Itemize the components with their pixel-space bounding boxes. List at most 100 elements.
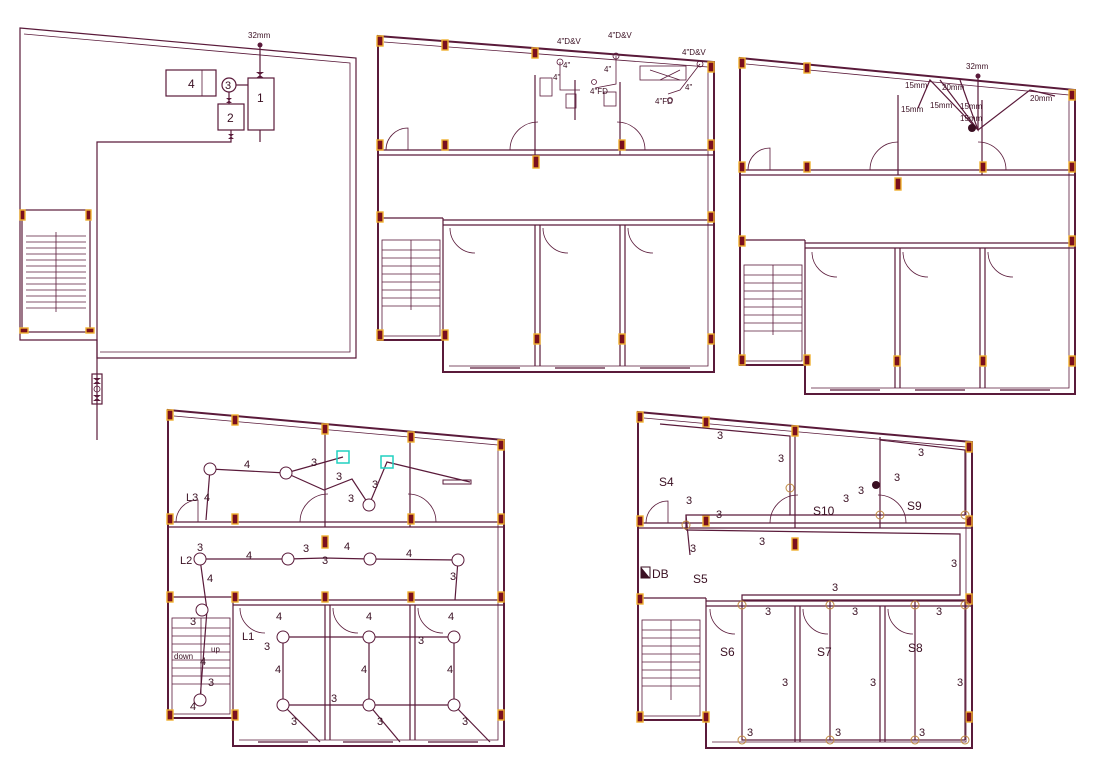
tank-2-label: 2 xyxy=(227,111,234,125)
lighting-circuits xyxy=(199,456,491,743)
wire-count-label: 4 xyxy=(204,492,210,504)
column xyxy=(803,354,811,366)
light-fixture-icon xyxy=(193,693,207,707)
column xyxy=(376,329,384,341)
column xyxy=(965,711,973,723)
power-plan-outline xyxy=(637,410,973,749)
wire-count-label: 3 xyxy=(348,493,354,505)
wire-count-label: 3 xyxy=(331,693,337,705)
switch-label-s4: S4 xyxy=(659,475,674,489)
dv-label-1: 4"D&V xyxy=(557,37,581,46)
wire-count-label: 3 xyxy=(377,716,383,728)
exhaust-fan-icon xyxy=(336,450,350,464)
column xyxy=(707,333,715,345)
column xyxy=(231,591,239,603)
socket-outlet-icon xyxy=(872,481,880,489)
column xyxy=(376,35,384,47)
wire-count-label: 3 xyxy=(832,582,838,594)
wire-count-label: 3 xyxy=(778,453,784,465)
column xyxy=(738,235,746,247)
wire-count-label: 4 xyxy=(200,656,206,668)
column xyxy=(376,211,384,223)
column xyxy=(738,57,746,69)
pipe-size-label: 4" xyxy=(563,61,570,70)
light-fixture-icon xyxy=(279,466,293,480)
column xyxy=(533,333,541,345)
branch-size-label: 15mm xyxy=(901,105,924,114)
branch-size-label: 20mm xyxy=(1030,94,1053,103)
wc-fixture xyxy=(539,77,553,97)
column xyxy=(636,593,644,605)
column xyxy=(497,591,505,603)
dv-label-2: 4"D&V xyxy=(608,31,632,40)
wire-count-label: 3 xyxy=(690,543,696,555)
light-fixture-icon xyxy=(276,630,290,644)
riser-valve xyxy=(968,124,976,132)
column xyxy=(85,209,92,221)
supply-stair-treads xyxy=(743,264,803,362)
column xyxy=(893,355,901,367)
power-circuits xyxy=(659,423,966,741)
distribution-board-label: DB xyxy=(652,567,669,581)
column xyxy=(979,161,987,173)
dv-label-3: 4"D&V xyxy=(682,48,706,57)
column xyxy=(497,439,505,451)
column xyxy=(707,211,715,223)
wire-count-label: 4 xyxy=(406,548,412,560)
column xyxy=(166,591,174,603)
column xyxy=(531,47,539,59)
column xyxy=(321,591,329,603)
wire-count-label: 3 xyxy=(322,555,328,567)
wire-count-label: 3 xyxy=(957,677,963,689)
wire-count-label: 3 xyxy=(686,495,692,507)
wire-count-label: 3 xyxy=(303,543,309,555)
wire-count-label: 4 xyxy=(246,550,252,562)
wc-fixture xyxy=(565,93,577,109)
lighting-plan: 4 3 3 3 3 4 4 3 3 4 4 4 3 4 4 3 4 3 4 3 … xyxy=(166,408,505,747)
wire-count-label: 3 xyxy=(894,472,900,484)
light-fixture-icon xyxy=(362,630,376,644)
wire-count-label: 3 xyxy=(835,727,841,739)
roof-stair-treads xyxy=(26,232,86,312)
switch-label-s8: S8 xyxy=(908,641,923,655)
wire-count-label: 4 xyxy=(361,664,367,676)
drainage-plan-outline xyxy=(377,34,715,373)
wire-count-label: 4 xyxy=(344,541,350,553)
wire-count-label: 3 xyxy=(870,677,876,689)
switch-label-s5: S5 xyxy=(693,572,708,586)
exhaust-fan-icon xyxy=(380,455,394,469)
tank-4-label: 4 xyxy=(188,77,195,91)
column xyxy=(407,513,415,525)
pump-3-label: 3 xyxy=(225,80,231,92)
column xyxy=(707,139,715,151)
pipe-size-label: 4" xyxy=(553,73,560,82)
wire-count-label: 3 xyxy=(311,457,317,469)
supply-main-size: 32mm xyxy=(966,62,989,71)
column xyxy=(738,354,746,366)
column xyxy=(636,411,644,423)
power-plan: 3 3 3 3 3 3 3 3 3 3 3 3 3 3 3 3 3 3 3 3 … xyxy=(636,410,973,749)
wire-count-label: 4 xyxy=(190,701,196,713)
wire-count-label: 3 xyxy=(858,485,864,497)
pipe-size-label: 4" xyxy=(685,83,692,92)
roof-tank-plan: 4 3 2 1 32mm xyxy=(19,27,357,440)
wire-count-label: 4 xyxy=(366,611,372,623)
column xyxy=(738,161,746,173)
column xyxy=(803,62,811,74)
column xyxy=(85,327,95,334)
light-fixture-icon xyxy=(362,698,376,712)
wire-count-label: 3 xyxy=(852,606,858,618)
wire-count-label: 3 xyxy=(190,616,196,628)
wire-count-label: 3 xyxy=(208,677,214,689)
wire-count-label: 3 xyxy=(450,571,456,583)
wire-count-label: 3 xyxy=(418,635,424,647)
column xyxy=(166,409,174,421)
switch-label-l3: L3 xyxy=(186,492,198,504)
wire-count-label: 4 xyxy=(275,664,281,676)
light-fixture-icon xyxy=(193,552,207,566)
column xyxy=(1068,89,1076,101)
power-stair-treads xyxy=(641,619,701,717)
light-fixture-icon xyxy=(447,698,461,712)
wire-count-label: 3 xyxy=(717,430,723,442)
wire-count-label: 3 xyxy=(951,558,957,570)
